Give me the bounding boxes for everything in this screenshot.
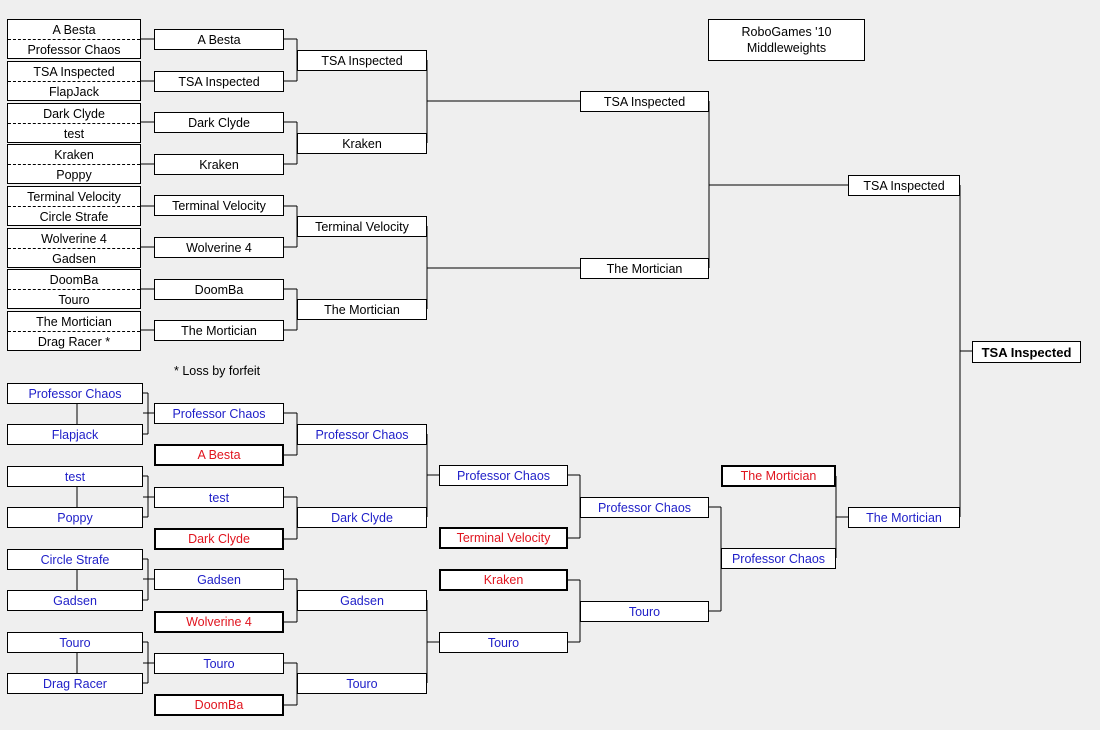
- wb-r1-match-3: Dark Clyde test: [7, 103, 141, 143]
- lb-r1-entry: Circle Strafe: [7, 549, 143, 570]
- wb-r3-winner: Kraken: [297, 133, 427, 154]
- competitor: Wolverine 4: [8, 229, 140, 249]
- lb-r5-winner: Touro: [580, 601, 709, 622]
- wb-r3-winner: Terminal Velocity: [297, 216, 427, 237]
- wb-r1-match-5: Terminal Velocity Circle Strafe: [7, 186, 141, 226]
- competitor: FlapJack: [48, 84, 100, 99]
- forfeit-note: * Loss by forfeit: [174, 364, 261, 378]
- wb-r4-winner: TSA Inspected: [580, 91, 709, 112]
- lb-r2-winner: test: [154, 487, 284, 508]
- lb-r2-winner: Professor Chaos: [154, 403, 284, 424]
- tournament-title: RoboGames '10 Middleweights: [708, 19, 865, 61]
- wb-r1-match-2: TSA Inspected FlapJack: [7, 61, 141, 101]
- competitor: Dark Clyde: [8, 104, 140, 124]
- lb-r3-winner: Dark Clyde: [297, 507, 427, 528]
- competitor: DoomBa: [8, 270, 140, 290]
- wb-r4-winner: The Mortician: [580, 258, 709, 279]
- lb-r5-winner: Professor Chaos: [580, 497, 709, 518]
- competitor: Terminal Velocity: [8, 187, 140, 207]
- lb-dropin: A Besta: [154, 444, 284, 466]
- wb-r3-winner: TSA Inspected: [297, 50, 427, 71]
- competitor: Professor Chaos: [27, 42, 121, 57]
- competitor: test: [63, 126, 85, 141]
- wb-r1-match-4: Kraken Poppy: [7, 144, 141, 184]
- wb-r1-match-8: The Mortician Drag Racer *: [7, 311, 141, 351]
- lb-r2-winner: Gadsen: [154, 569, 284, 590]
- competitor: The Mortician: [8, 312, 140, 332]
- wb-r2-winner: TSA Inspected: [154, 71, 284, 92]
- wb-r2-winner: Dark Clyde: [154, 112, 284, 133]
- lb-r3-winner: Gadsen: [297, 590, 427, 611]
- lb-dropin: Wolverine 4: [154, 611, 284, 633]
- competitor: Drag Racer *: [37, 334, 111, 349]
- lb-final-winner: The Mortician: [848, 507, 960, 528]
- lb-r1-entry: Gadsen: [7, 590, 143, 611]
- competitor: Kraken: [8, 145, 140, 165]
- wb-r1-match-1: A Besta Professor Chaos: [7, 19, 141, 59]
- wb-r2-winner: A Besta: [154, 29, 284, 50]
- wb-r3-winner: The Mortician: [297, 299, 427, 320]
- competitor: Touro: [58, 292, 90, 307]
- title-line-1: RoboGames '10: [741, 25, 832, 39]
- lb-r4-winner: Touro: [439, 632, 568, 653]
- lb-r1-entry: test: [7, 466, 143, 487]
- lb-r1-entry: Flapjack: [7, 424, 143, 445]
- wb-r2-winner: Kraken: [154, 154, 284, 175]
- competitor: Gadsen: [52, 251, 96, 266]
- wb-final-winner: TSA Inspected: [848, 175, 960, 196]
- lb-dropin: Kraken: [439, 569, 568, 591]
- lb-r1-entry: Poppy: [7, 507, 143, 528]
- wb-r2-winner: DoomBa: [154, 279, 284, 300]
- lb-dropin: Dark Clyde: [154, 528, 284, 550]
- lb-r6-winner: Professor Chaos: [721, 548, 836, 569]
- lb-dropin: DoomBa: [154, 694, 284, 716]
- lb-r3-winner: Professor Chaos: [297, 424, 427, 445]
- competitor: TSA Inspected: [8, 62, 140, 82]
- lb-r1-entry: Touro: [7, 632, 143, 653]
- wb-r2-winner: Terminal Velocity: [154, 195, 284, 216]
- lb-r3-winner: Touro: [297, 673, 427, 694]
- competitor: A Besta: [8, 20, 140, 40]
- lb-dropin: Terminal Velocity: [439, 527, 568, 549]
- lb-r2-winner: Touro: [154, 653, 284, 674]
- lb-dropin: The Mortician: [721, 465, 836, 487]
- lb-r1-entry: Professor Chaos: [7, 383, 143, 404]
- grand-champion: TSA Inspected: [972, 341, 1081, 363]
- competitor: Poppy: [56, 167, 92, 182]
- title-line-2: Middleweights: [746, 41, 827, 55]
- lb-r4-winner: Professor Chaos: [439, 465, 568, 486]
- lb-r1-entry: Drag Racer: [7, 673, 143, 694]
- wb-r2-winner: The Mortician: [154, 320, 284, 341]
- wb-r1-match-6: Wolverine 4 Gadsen: [7, 228, 141, 268]
- wb-r1-match-7: DoomBa Touro: [7, 269, 141, 309]
- wb-r2-winner: Wolverine 4: [154, 237, 284, 258]
- competitor: Circle Strafe: [39, 209, 109, 224]
